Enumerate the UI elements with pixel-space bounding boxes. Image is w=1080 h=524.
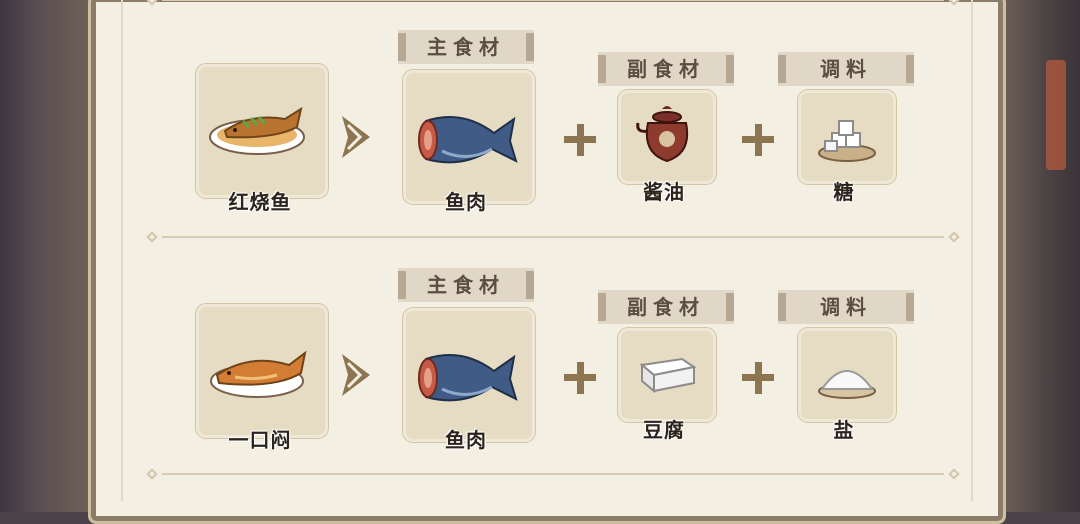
side-ingredient-card[interactable]: [618, 90, 716, 184]
side-ingredient-name: 酱油: [643, 180, 685, 204]
soy-sauce-pot-icon: [636, 106, 689, 163]
divider-bottom: [146, 468, 960, 480]
main-ingredient-card[interactable]: [403, 308, 535, 442]
whole-fish-plate-icon: [210, 350, 307, 398]
background-right: [1000, 0, 1080, 512]
salt-pile-icon: [818, 370, 876, 399]
fish-meat-icon: [418, 116, 518, 164]
side-ingredient-name: 豆腐: [643, 418, 685, 442]
divider-top: [146, 0, 960, 6]
dish-name: 一口闷: [228, 428, 292, 452]
dish-card[interactable]: [196, 64, 328, 198]
plus-icon: [742, 124, 774, 156]
seasoning-name: 糖: [833, 180, 855, 204]
main-ingredient-tag: 主食材: [398, 268, 534, 302]
background-decoration: [1046, 60, 1066, 170]
main-ingredient-name: 鱼肉: [445, 428, 487, 452]
main-ingredient-tag: 主食材: [398, 30, 534, 64]
recipe-row-2[interactable]: 一口闷 主食材 鱼肉 副食材 豆腐 调料 盐: [0, 238, 1080, 452]
divider-middle: [146, 231, 960, 243]
seasoning-card[interactable]: [798, 90, 896, 184]
main-ingredient-card[interactable]: [403, 70, 535, 204]
seasoning-card[interactable]: [798, 328, 896, 422]
background-left: [0, 0, 90, 512]
chevron-right-icon: [342, 116, 370, 158]
sugar-cubes-icon: [818, 120, 876, 162]
dish-name: 红烧鱼: [228, 190, 292, 214]
main-ingredient-name: 鱼肉: [445, 190, 487, 214]
side-ingredient-tag: 副食材: [598, 52, 734, 86]
plus-icon: [564, 362, 596, 394]
recipe-row-1[interactable]: 红烧鱼 主食材 鱼肉 副食材 酱油 调料: [0, 0, 1080, 214]
plus-icon: [742, 362, 774, 394]
panel-inner-border: [121, 0, 973, 501]
seasoning-tag: 调料: [778, 52, 914, 86]
dish-card[interactable]: [196, 304, 328, 438]
tofu-icon: [639, 357, 697, 394]
seasoning-tag: 调料: [778, 290, 914, 324]
chevron-right-icon: [342, 354, 370, 396]
braised-fish-icon: [209, 106, 305, 155]
seasoning-name: 盐: [833, 418, 855, 442]
plus-icon: [564, 124, 596, 156]
side-ingredient-tag: 副食材: [598, 290, 734, 324]
side-ingredient-card[interactable]: [618, 328, 716, 422]
fish-meat-icon: [418, 354, 518, 402]
